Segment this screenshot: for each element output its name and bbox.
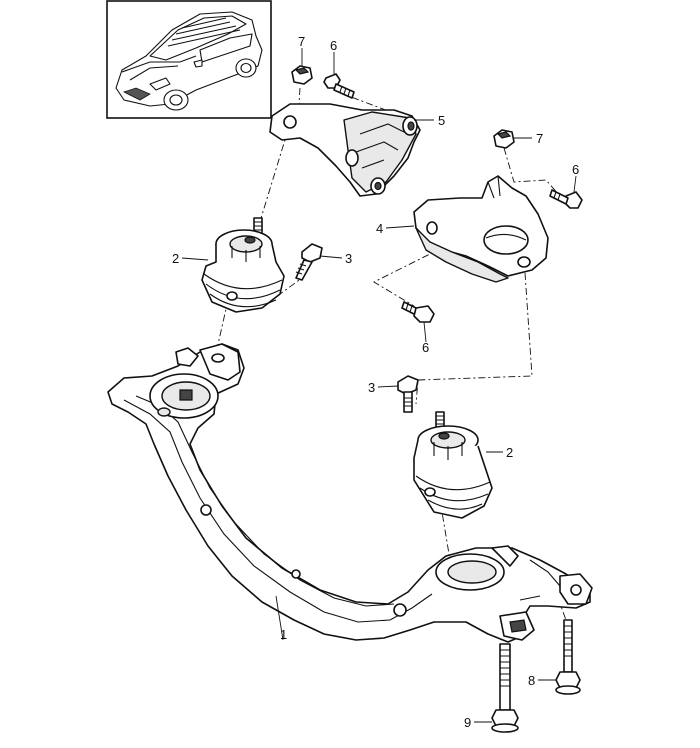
callout-7-right: 7 [536,131,543,146]
callout-5: 5 [438,113,445,128]
callout-leaders [181,48,577,723]
bolt-8 [555,619,581,695]
nut-upper-left [291,65,313,85]
callout-4: 4 [376,221,383,236]
bolt-right [549,189,583,209]
callout-9: 9 [464,715,471,730]
bolt-upper [323,73,355,99]
bolt-3-upper [295,243,323,281]
callout-8: 8 [528,673,535,688]
callout-6-right: 6 [572,162,579,177]
engine-mount-right [413,411,493,519]
callout-6-upper: 6 [330,38,337,53]
callout-1: 1 [280,627,287,642]
bolt-9 [491,643,519,733]
upper-bracket-left [269,103,421,197]
callout-2-right: 2 [506,445,513,460]
callout-7-left: 7 [298,34,305,49]
bolt-middle [401,301,435,323]
callout-3-upper: 3 [345,251,352,266]
upper-bracket-right [413,175,549,283]
callout-6-middle: 6 [422,340,429,355]
engine-mount-left [201,217,285,313]
callout-labels: 1 2 2 3 3 4 5 6 6 6 7 7 8 9 [172,34,579,730]
vehicle-inset [106,0,272,119]
nut-upper-right [493,129,515,149]
bolt-3-lower [397,375,419,413]
callout-2-left: 2 [172,251,179,266]
cross-member [107,343,593,643]
car-illustration [115,11,263,111]
callout-3-lower: 3 [368,380,375,395]
